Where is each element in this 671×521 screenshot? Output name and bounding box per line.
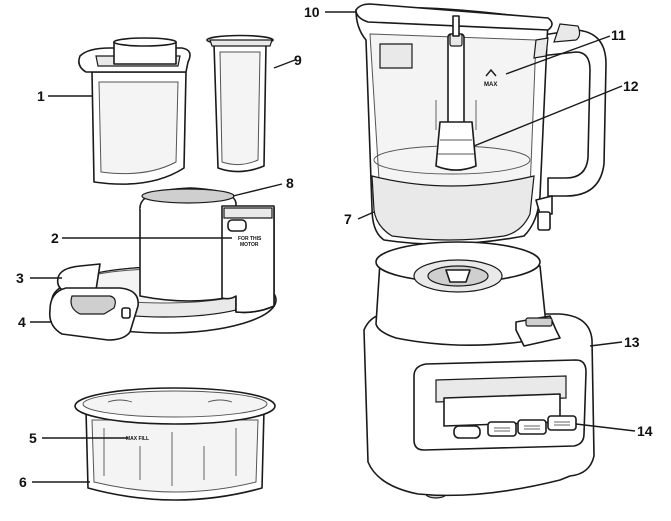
callout-10: 10 xyxy=(304,4,320,20)
bowl-max-fill-marking: MAX FILL xyxy=(126,436,149,442)
lid-label-line1: FOR THIS xyxy=(238,236,262,242)
food-processor-lid: FOR THIS MOTOR xyxy=(48,187,277,341)
callout-7: 7 xyxy=(344,211,352,227)
callout-9: 9 xyxy=(294,52,302,68)
callout-13: 13 xyxy=(624,334,640,350)
callout-1: 1 xyxy=(37,88,45,104)
callout-11: 11 xyxy=(611,27,626,43)
callout-labels: 1 2 3 4 5 6 7 8 9 10 11 12 13 14 xyxy=(16,4,653,490)
processor-bowl: MAX FILL xyxy=(74,387,276,501)
small-feed-chute-pusher xyxy=(206,34,274,173)
lid-label-line2: MOTOR xyxy=(240,242,259,248)
callout-14: 14 xyxy=(637,423,653,439)
callout-4: 4 xyxy=(18,314,26,330)
large-feed-chute-pusher xyxy=(78,37,191,185)
pitcher-max-marking: MAX xyxy=(484,82,497,88)
callout-2: 2 xyxy=(51,230,59,246)
callout-8: 8 xyxy=(286,175,294,191)
leader-lines xyxy=(30,11,636,483)
callout-5: 5 xyxy=(29,430,37,446)
callout-12: 12 xyxy=(623,78,639,94)
callout-6: 6 xyxy=(19,474,27,490)
blender-pitcher: MAX xyxy=(355,3,607,245)
motor-base xyxy=(363,241,595,499)
callout-3: 3 xyxy=(16,270,24,286)
